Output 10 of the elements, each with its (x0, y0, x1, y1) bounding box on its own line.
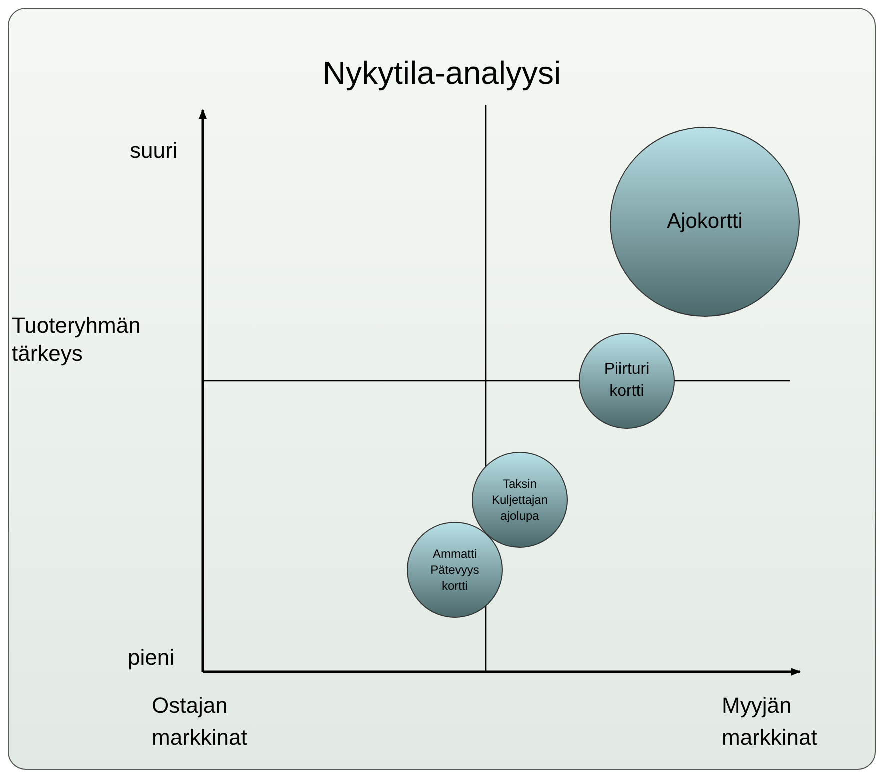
bubble-label: Ajokortti (666, 208, 744, 235)
axis-label: Myyjän markkinat (722, 692, 818, 752)
axis-label: pieni (128, 645, 174, 671)
axis-label: suuri (130, 138, 178, 164)
axis-title: Tuoteryhmän tärkeys (12, 312, 142, 368)
bubble-label: Taksin Kuljettajan ajolupa (490, 476, 550, 524)
chart-title: Nykytila-analyysi (322, 55, 562, 92)
axis-label: Ostajan markkinat (152, 692, 248, 752)
bubble-label: Piirturi kortti (603, 360, 651, 402)
bubble-label: Ammatti Pätevyys kortti (430, 546, 480, 594)
